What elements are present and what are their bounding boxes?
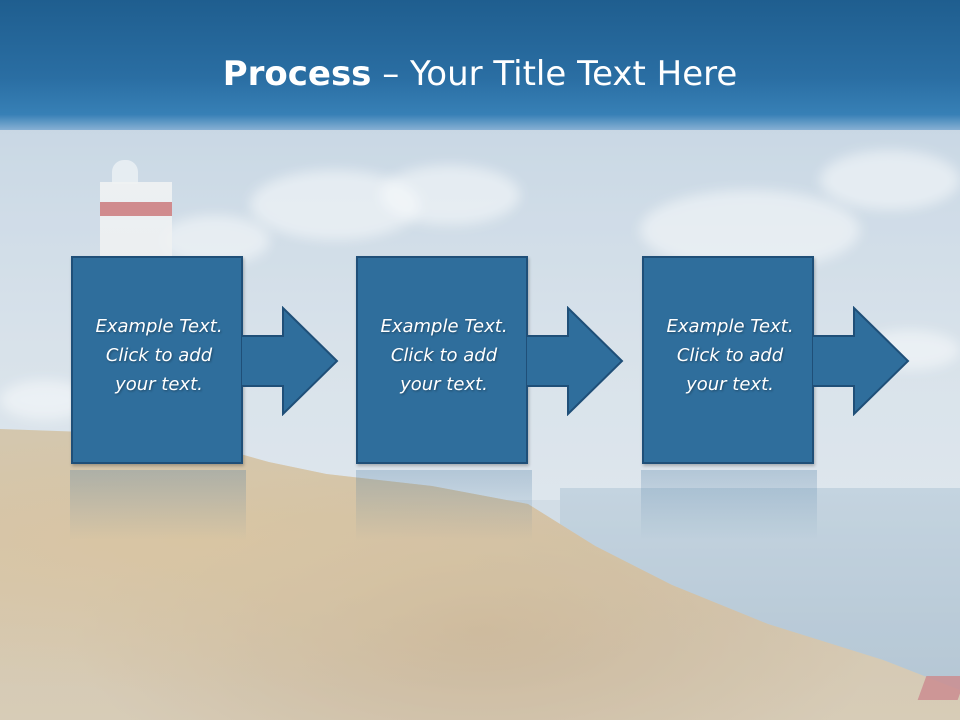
step-reflection (356, 470, 532, 540)
step-text-line: Click to add (105, 345, 213, 366)
title-rest: – Your Title Text Here (371, 54, 738, 94)
step-text[interactable]: Example Text. Click to add your text. (73, 312, 245, 399)
step-text-line: Click to add (390, 345, 498, 366)
step-text-line: Example Text. (666, 316, 794, 337)
step-reflection (641, 470, 817, 540)
title-bold: Process (222, 54, 372, 94)
step-text-line: your text. (400, 374, 488, 395)
step-text[interactable]: Example Text. Click to add your text. (358, 312, 530, 399)
process-step-1: Example Text. Click to add your text. (71, 256, 411, 468)
slide-title[interactable]: Process – Your Title Text Here (0, 54, 960, 94)
lighthouse-band (100, 202, 172, 216)
right-arrow-icon (526, 306, 624, 416)
process-step-2: Example Text. Click to add your text. (356, 256, 696, 468)
cloud (380, 165, 520, 225)
step-box[interactable]: Example Text. Click to add your text. (642, 256, 814, 464)
cloud (820, 150, 960, 210)
right-arrow-icon (812, 306, 910, 416)
right-arrow-icon (241, 306, 339, 416)
step-text[interactable]: Example Text. Click to add your text. (644, 312, 816, 399)
title-bar (0, 0, 960, 130)
step-text-line: Example Text. (380, 316, 508, 337)
step-text-line: Click to add (676, 345, 784, 366)
step-box[interactable]: Example Text. Click to add your text. (356, 256, 528, 464)
step-reflection (70, 470, 246, 540)
step-text-line: your text. (686, 374, 774, 395)
step-box[interactable]: Example Text. Click to add your text. (71, 256, 243, 464)
step-text-line: Example Text. (95, 316, 223, 337)
process-step-3: Example Text. Click to add your text. (642, 256, 960, 468)
lighthouse-lantern (112, 160, 138, 184)
step-text-line: your text. (115, 374, 203, 395)
